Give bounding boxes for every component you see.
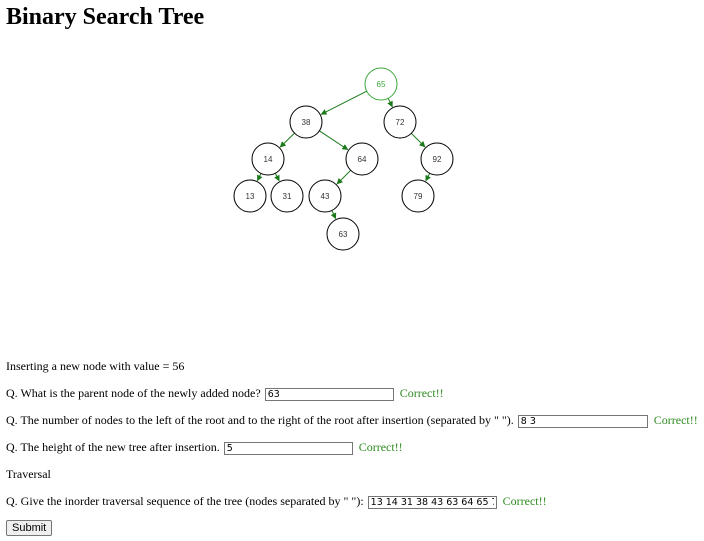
- edge-14-13: [256, 173, 263, 182]
- node-circle: [364, 67, 398, 101]
- edge-65-38: [320, 90, 367, 115]
- tree-node-43: 43: [308, 179, 342, 213]
- tree-node-14: 14: [251, 142, 285, 176]
- question-parent: Q. What is the parent node of the newly …: [6, 386, 444, 401]
- node-label: 43: [321, 192, 330, 201]
- tree-node-31: 31: [270, 179, 304, 213]
- node-label: 14: [264, 155, 273, 164]
- node-label: 72: [396, 118, 405, 127]
- node-label: 92: [433, 155, 442, 164]
- parent-feedback: Correct!!: [399, 386, 444, 400]
- tree-node-63: 63: [326, 217, 360, 251]
- question-left-right-text: Q. The number of nodes to the left of th…: [6, 413, 514, 427]
- left-right-answer-input[interactable]: [517, 414, 648, 428]
- parent-answer-input[interactable]: [264, 387, 394, 401]
- edge-14-31: [274, 173, 280, 182]
- bst-diagram: 65 38 72 14 64 92 13 31 43 79 63: [233, 67, 454, 251]
- traversal-heading: Traversal: [6, 467, 51, 481]
- node-circle: [345, 142, 379, 176]
- node-circle: [401, 179, 435, 213]
- insert-info: Inserting a new node with value = 56: [6, 359, 185, 373]
- edge-64-43: [336, 169, 352, 185]
- node-circle: [233, 179, 267, 213]
- left-right-feedback: Correct!!: [653, 413, 698, 427]
- edge-38-64: [319, 130, 349, 151]
- edge-38-14: [279, 132, 295, 148]
- node-circle: [326, 217, 360, 251]
- node-label: 13: [246, 192, 255, 201]
- edge-92-79: [425, 173, 431, 182]
- tree-node-13: 13: [233, 179, 267, 213]
- node-label: 65: [377, 80, 386, 89]
- question-parent-text: Q. What is the parent node of the newly …: [6, 386, 261, 400]
- node-label: 63: [339, 230, 348, 239]
- tree-node-38: 38: [289, 105, 323, 139]
- tree-node-79: 79: [401, 179, 435, 213]
- inorder-feedback: Correct!!: [502, 494, 547, 508]
- node-circle: [383, 105, 417, 139]
- tree-node-64: 64: [345, 142, 379, 176]
- tree-node-92: 92: [420, 142, 454, 176]
- node-label: 64: [358, 155, 367, 164]
- tree-node-72: 72: [383, 105, 417, 139]
- node-label: 31: [283, 192, 292, 201]
- node-circle: [270, 179, 304, 213]
- question-inorder: Q. Give the inorder traversal sequence o…: [6, 494, 547, 509]
- node-label: 38: [302, 118, 311, 127]
- submit-button[interactable]: Submit: [6, 520, 53, 536]
- inorder-answer-input[interactable]: [367, 495, 497, 509]
- node-label: 79: [414, 192, 423, 201]
- edge-65-72: [387, 98, 393, 108]
- node-circle: [251, 142, 285, 176]
- edge-43-63: [330, 210, 337, 220]
- question-inorder-text: Q. Give the inorder traversal sequence o…: [6, 494, 364, 508]
- question-left-right: Q. The number of nodes to the left of th…: [6, 413, 698, 428]
- question-height-text: Q. The height of the new tree after inse…: [6, 440, 220, 454]
- page-title: Binary Search Tree: [6, 4, 205, 30]
- tree-node-65: 65: [364, 67, 398, 101]
- height-answer-input[interactable]: [223, 441, 353, 455]
- node-circle: [289, 105, 323, 139]
- node-circle: [308, 179, 342, 213]
- question-height: Q. The height of the new tree after inse…: [6, 440, 403, 455]
- height-feedback: Correct!!: [358, 440, 403, 454]
- edge-72-92: [410, 132, 426, 148]
- node-circle: [420, 142, 454, 176]
